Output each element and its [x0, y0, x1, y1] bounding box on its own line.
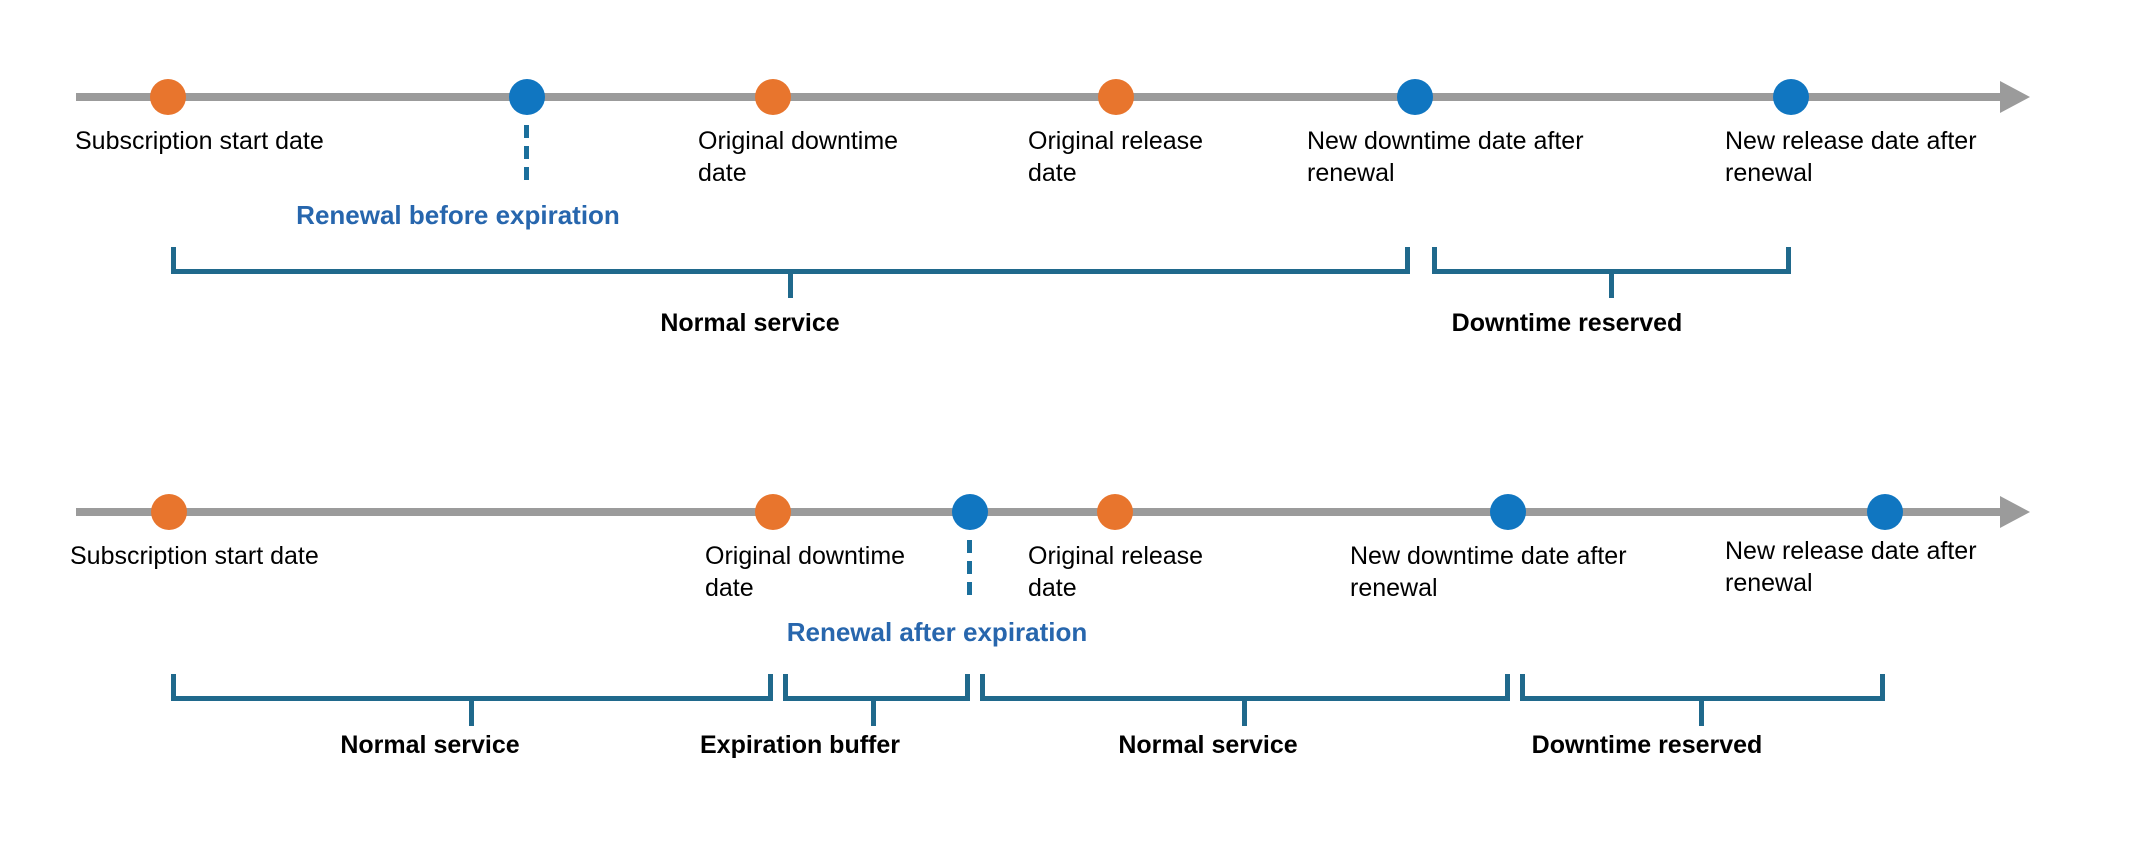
axis-arrowhead-icon	[2000, 81, 2030, 113]
bracket-line	[980, 696, 1510, 701]
bracket-line	[1432, 269, 1791, 274]
bracket-label: Downtime reserved	[1451, 309, 1683, 337]
timeline-axis	[76, 93, 2002, 101]
renewal-annotation: Renewal before expiration	[296, 200, 620, 230]
milestone-label-new-release: New release date after renewal	[1725, 127, 1977, 187]
bracket-line	[171, 269, 1410, 274]
milestone-label-original-downtime: Original downtime date	[698, 127, 899, 187]
bracket-label: Normal service	[660, 309, 840, 337]
bracket-end-right	[1505, 674, 1510, 701]
milestone-label-new-downtime: New downtime date after renewal	[1307, 127, 1584, 187]
milestone-dot-original-release	[1097, 494, 1133, 530]
milestone-label-new-downtime: New downtime date after renewal	[1350, 542, 1627, 602]
milestone-dot-new-downtime	[1397, 79, 1433, 115]
bracket-center-tick	[469, 701, 474, 726]
bracket-label: Normal service	[1118, 731, 1298, 759]
bracket-center-tick	[788, 274, 793, 298]
milestone-dot-renewal	[509, 79, 545, 115]
bracket-end-right	[1786, 247, 1791, 274]
milestone-label-new-release: New release date after renewal	[1725, 537, 1977, 597]
bracket-label: Expiration buffer	[699, 731, 901, 759]
renewal-dashed-line	[524, 125, 529, 188]
bracket-end-left	[171, 674, 176, 701]
milestone-dot-subscription-start	[150, 79, 186, 115]
milestone-dot-new-release	[1867, 494, 1903, 530]
bracket-end-right	[1405, 247, 1410, 274]
milestone-label-original-downtime: Original downtime date	[705, 542, 906, 602]
bracket-end-right	[965, 674, 970, 701]
bracket-end-left	[171, 247, 176, 274]
timeline-axis	[76, 508, 2002, 516]
milestone-dot-original-downtime	[755, 494, 791, 530]
bracket-end-left	[980, 674, 985, 701]
bracket-end-left	[1520, 674, 1525, 701]
axis-arrowhead-icon	[2000, 496, 2030, 528]
milestone-dot-renewal	[952, 494, 988, 530]
bracket-label: Downtime reserved	[1531, 731, 1763, 759]
renewal-annotation: Renewal after expiration	[786, 617, 1088, 647]
milestone-dot-original-release	[1098, 79, 1134, 115]
bracket-center-tick	[1609, 274, 1614, 298]
milestone-label-original-release: Original release date	[1028, 127, 1204, 187]
milestone-dot-subscription-start	[151, 494, 187, 530]
bracket-line	[171, 696, 773, 701]
bracket-line	[783, 696, 970, 701]
bracket-end-right	[768, 674, 773, 701]
bracket-end-left	[1432, 247, 1437, 274]
milestone-label-subscription-start: Subscription start date	[75, 127, 324, 155]
milestone-dot-new-release	[1773, 79, 1809, 115]
bracket-line	[1520, 696, 1885, 701]
milestone-dot-new-downtime	[1490, 494, 1526, 530]
bracket-center-tick	[1242, 701, 1247, 726]
milestone-label-subscription-start: Subscription start date	[70, 542, 319, 570]
bracket-center-tick	[1699, 701, 1704, 726]
bracket-end-right	[1880, 674, 1885, 701]
bracket-center-tick	[871, 701, 876, 726]
bracket-label: Normal service	[340, 731, 520, 759]
renewal-dashed-line	[967, 540, 972, 602]
bracket-end-left	[783, 674, 788, 701]
milestone-dot-original-downtime	[755, 79, 791, 115]
milestone-label-original-release: Original release date	[1028, 542, 1204, 602]
